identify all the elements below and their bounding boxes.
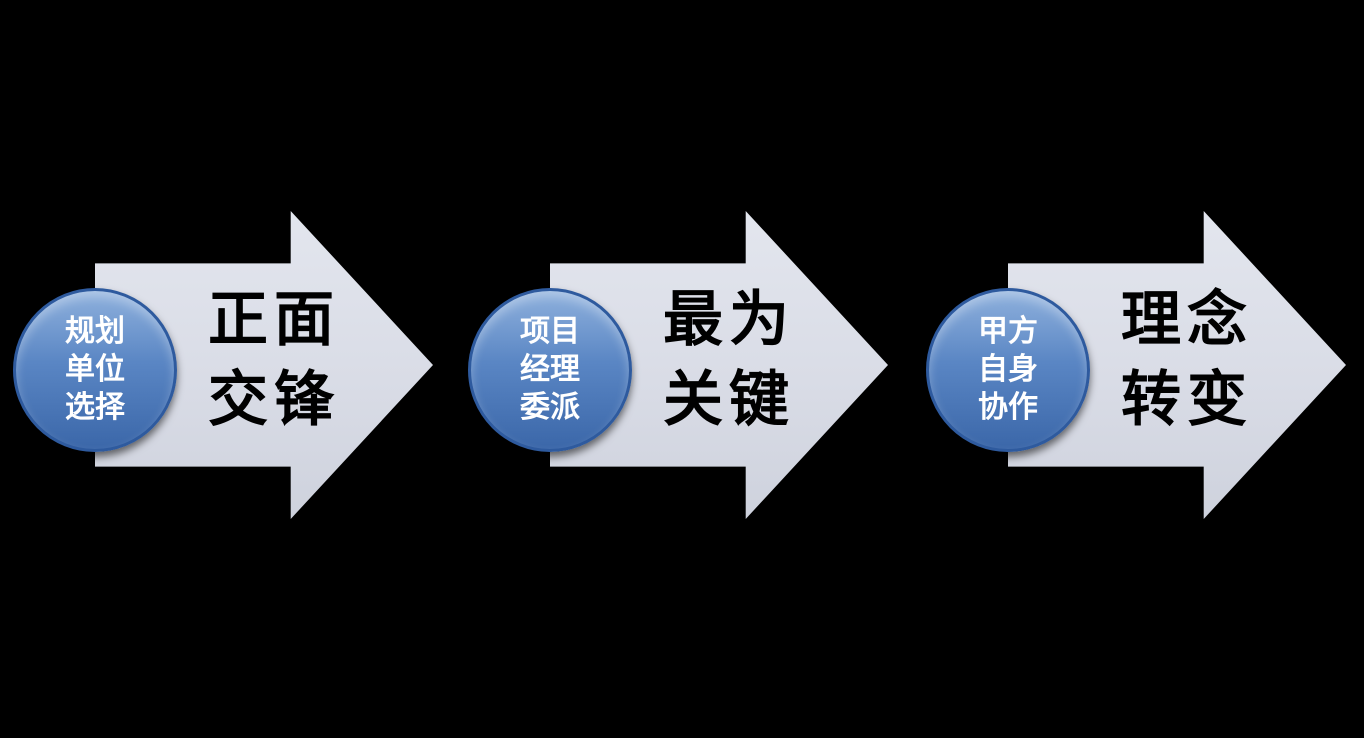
circle-label-line: 规划 [65, 315, 125, 348]
step-circle: 项目 经理 委派 [468, 288, 632, 452]
arrow-label: 最为 关键 [634, 280, 824, 440]
circle-label-line: 项目 [520, 315, 580, 348]
process-step-3: 理念 转变 甲方 自身 协作 [926, 211, 1346, 519]
circle-label-line: 单位 [65, 353, 125, 386]
step-circle: 规划 单位 选择 [13, 288, 177, 452]
circle-label-line: 委派 [520, 391, 580, 424]
arrow-label-line: 理念 [1121, 287, 1253, 353]
step-circle: 甲方 自身 协作 [926, 288, 1090, 452]
circle-label-line: 经理 [520, 353, 580, 386]
circle-label-line: 协作 [978, 391, 1038, 424]
process-step-1: 正面 交锋 规划 单位 选择 [13, 211, 433, 519]
circle-label-line: 自身 [978, 353, 1038, 386]
arrow-label-line: 转变 [1121, 367, 1253, 433]
arrow-label-line: 交锋 [208, 367, 340, 433]
process-step-2: 最为 关键 项目 经理 委派 [468, 211, 888, 519]
arrow-label-line: 最为 [663, 287, 795, 353]
arrow-label-line: 关键 [663, 367, 795, 433]
circle-label-line: 选择 [65, 391, 125, 424]
circle-label-line: 甲方 [978, 315, 1038, 348]
arrow-label: 正面 交锋 [179, 280, 369, 440]
arrow-label-line: 正面 [208, 287, 340, 353]
arrow-label: 理念 转变 [1092, 280, 1282, 440]
